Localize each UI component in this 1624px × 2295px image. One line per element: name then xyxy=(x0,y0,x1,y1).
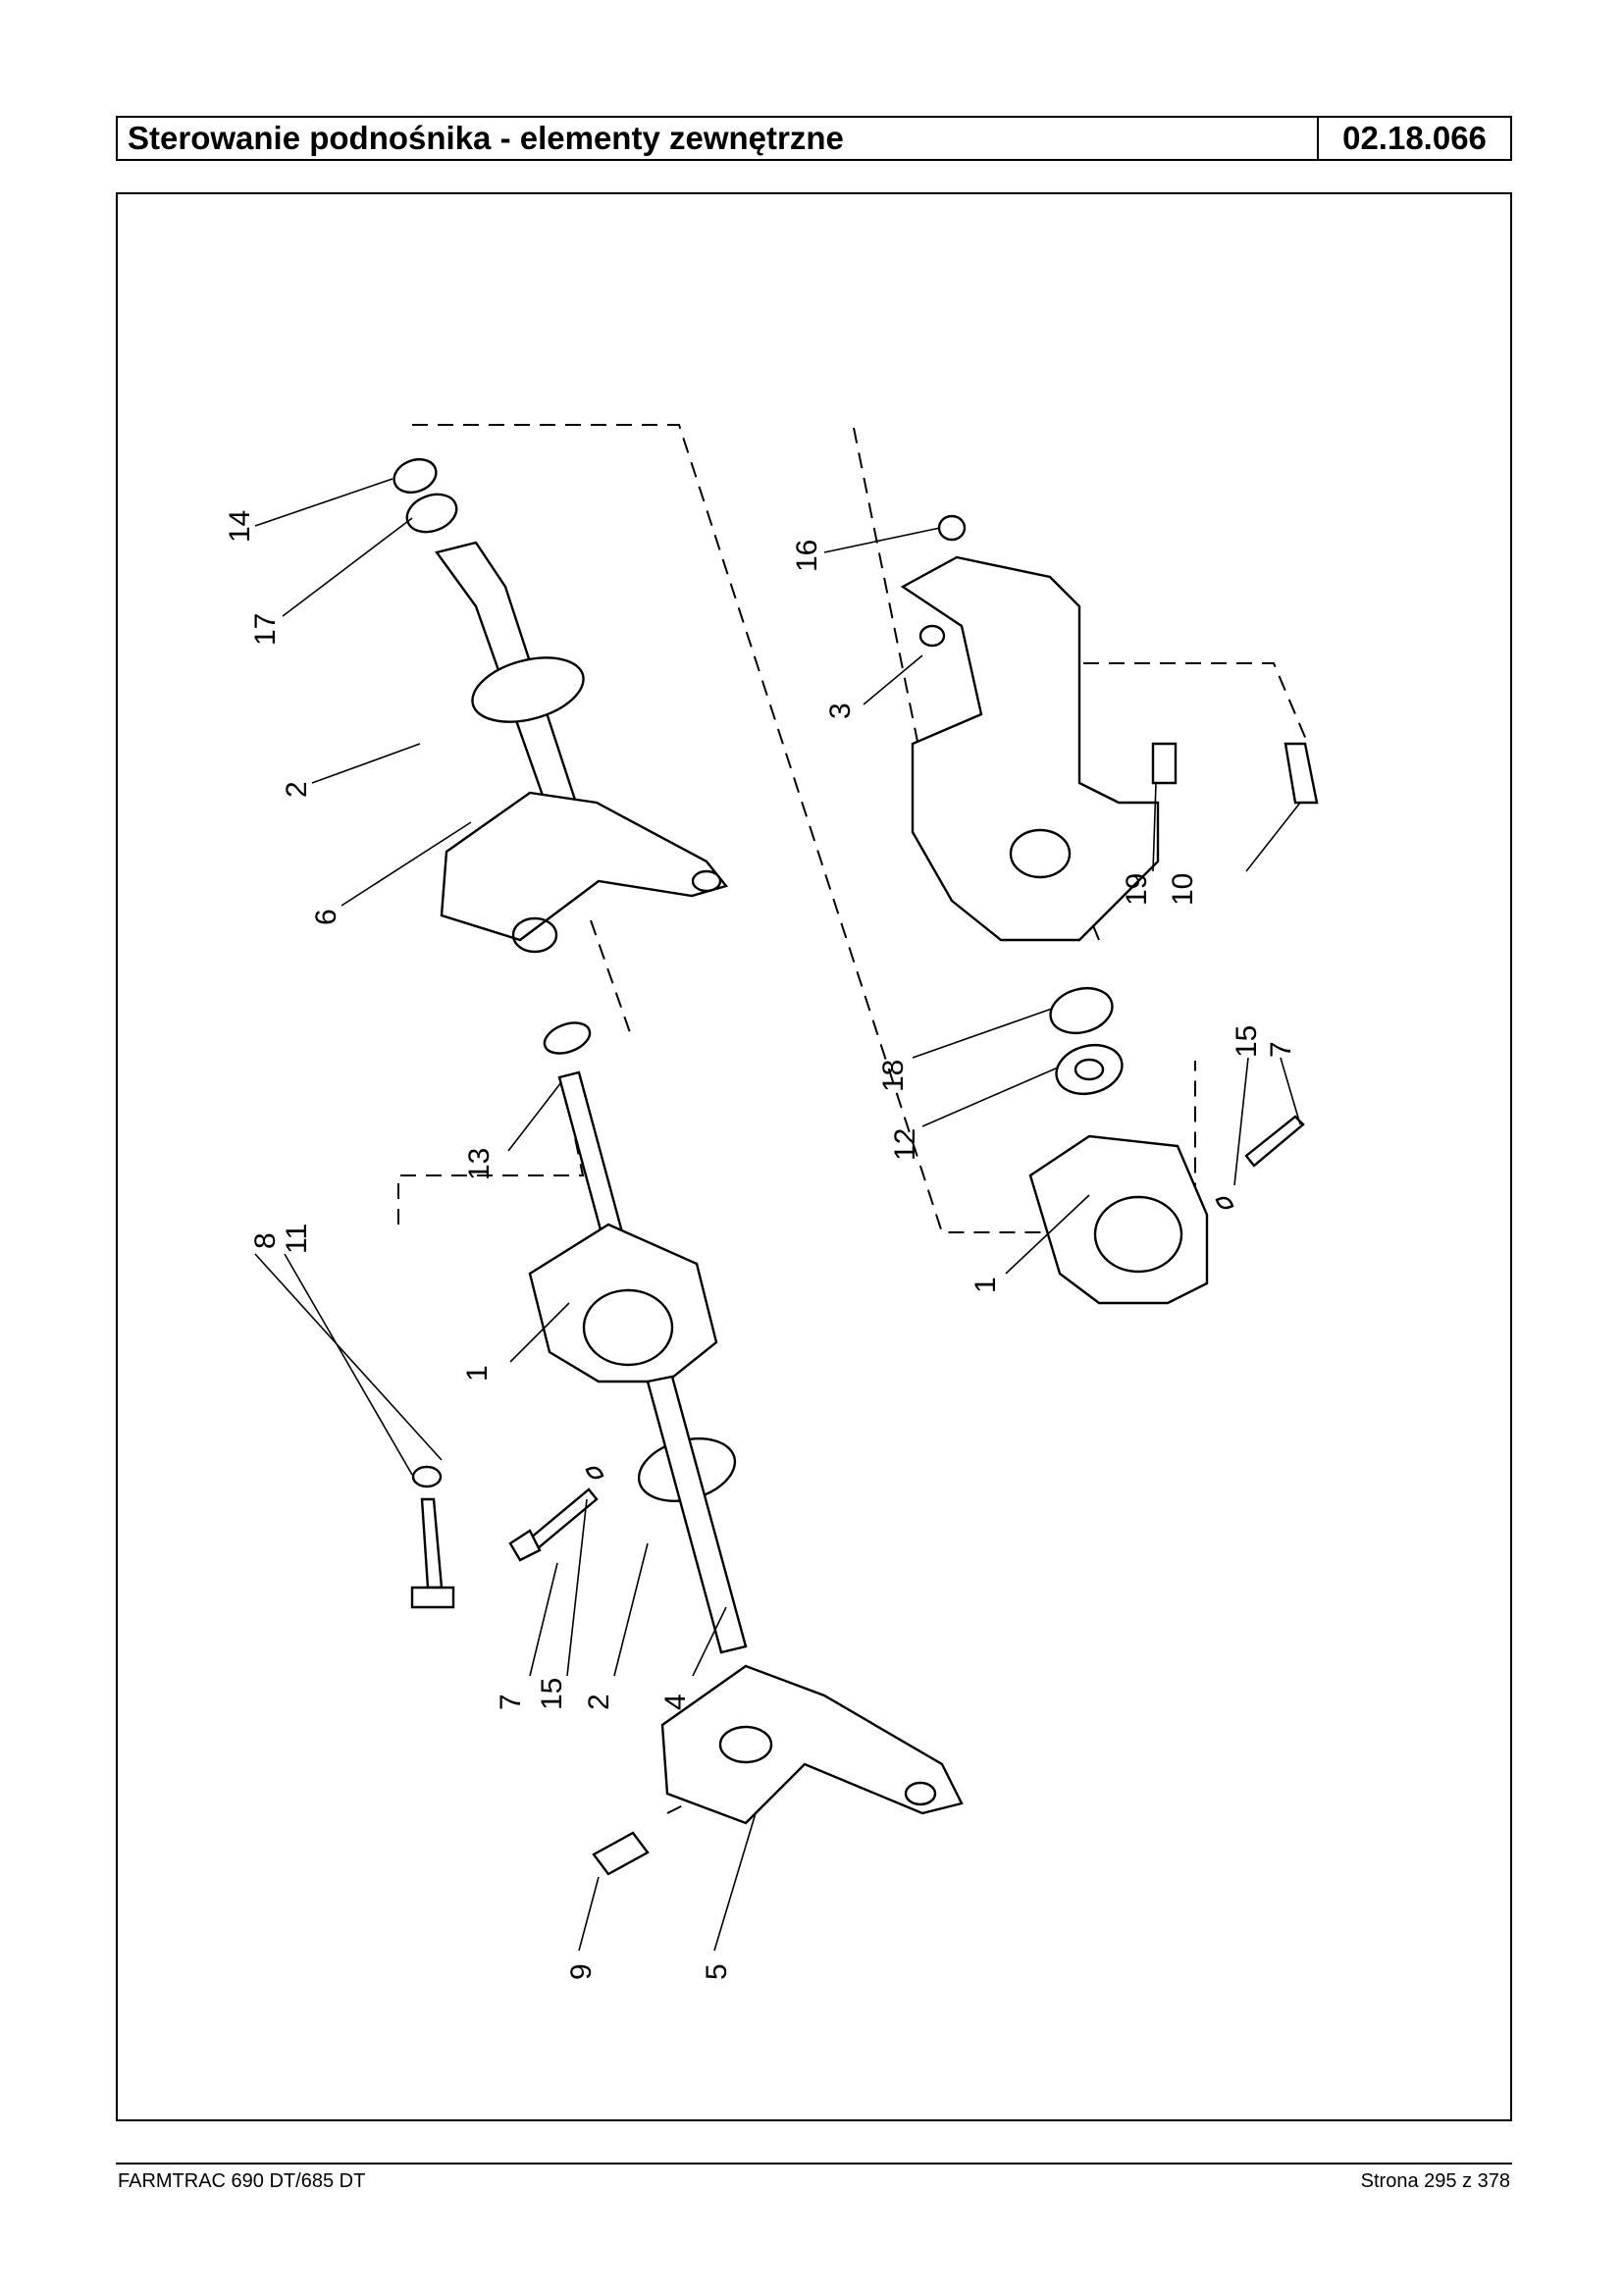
callout-2-lower: 2 xyxy=(583,1694,615,1710)
callout-13: 13 xyxy=(463,1148,496,1180)
callout-4: 4 xyxy=(659,1694,692,1710)
footer-page-number: Strona 295 z 378 xyxy=(1360,2170,1510,2192)
callout-16: 16 xyxy=(791,540,823,572)
section-code: 02.18.066 xyxy=(1342,120,1487,156)
callout-18: 18 xyxy=(877,1060,910,1092)
callout-1: 1 xyxy=(461,1365,494,1382)
footer-model: FARMTRAC 690 DT/685 DT xyxy=(118,2170,366,2192)
page-header: Sterowanie podnośnika - elementy zewnętr… xyxy=(116,116,1512,161)
callout-11: 11 xyxy=(281,1224,313,1254)
lever-arm-lower xyxy=(592,1664,964,1876)
callout-1-right: 1 xyxy=(969,1277,1002,1293)
callout-14: 14 xyxy=(224,510,256,543)
callout-15-right: 15 xyxy=(1231,1025,1263,1058)
callout-7-right: 7 xyxy=(1265,1041,1297,1058)
leader-lines xyxy=(254,478,1301,1952)
assembly-dashed-lines xyxy=(397,424,1308,1814)
callout-19: 19 xyxy=(1121,873,1153,906)
callout-5: 5 xyxy=(701,1963,733,1980)
callout-8: 8 xyxy=(249,1232,282,1249)
callout-15: 15 xyxy=(536,1678,568,1710)
bolts-left xyxy=(410,1465,604,1609)
exploded-diagram: 14 17 2 6 13 1 8 11 7 15 2 4 9 5 16 3 19… xyxy=(224,424,1319,1980)
callout-7: 7 xyxy=(495,1694,527,1710)
bracket-right xyxy=(1028,742,1319,1305)
callout-12: 12 xyxy=(889,1128,921,1161)
shaft-assembly-middle xyxy=(528,1021,748,1654)
footer-divider xyxy=(116,2163,1512,2165)
callout-17: 17 xyxy=(249,613,282,646)
callout-9: 9 xyxy=(565,1963,598,1980)
housing-right xyxy=(900,514,1160,942)
callout-10: 10 xyxy=(1167,873,1199,906)
callout-2: 2 xyxy=(281,781,313,798)
exploded-diagram-frame: 14 17 2 6 13 1 8 11 7 15 2 4 9 5 16 3 19… xyxy=(116,192,1512,2121)
callout-labels: 14 17 2 6 13 1 8 11 7 15 2 4 9 5 16 3 19… xyxy=(224,510,1297,1980)
callout-6: 6 xyxy=(310,909,342,925)
callout-3: 3 xyxy=(824,703,857,719)
page-title: Sterowanie podnośnika - elementy zewnętr… xyxy=(118,118,1319,159)
shaft-assembly-upper xyxy=(393,457,729,954)
